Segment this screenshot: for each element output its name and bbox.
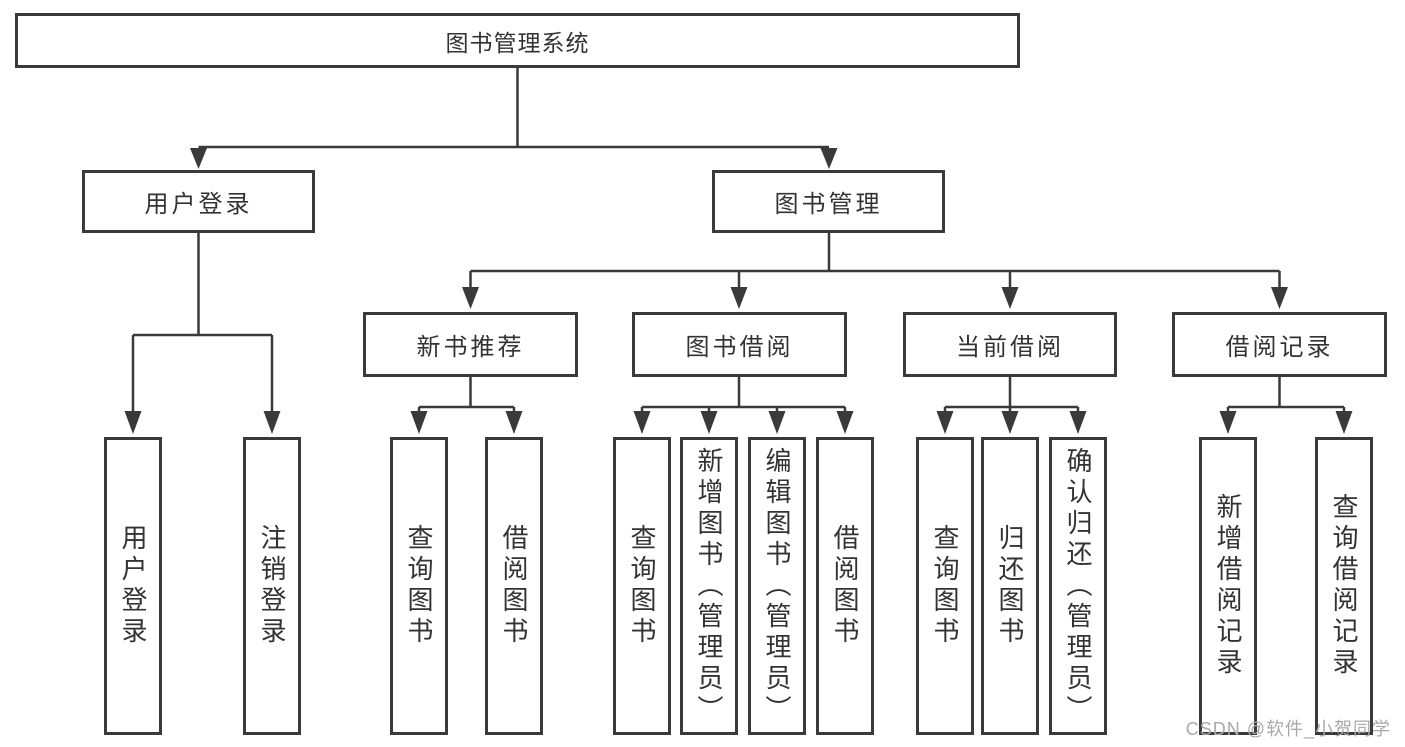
leaf-query-book-current-label: 查询图书 [930,524,960,648]
node-book-borrow-label: 图书借阅 [685,334,794,361]
leaf-add-borrow-record: 新增借阅记录 [1199,437,1257,735]
leaf-borrow-book-recommend-label: 借阅图书 [499,524,529,648]
node-current-borrow: 当前借阅 [903,312,1117,377]
leaf-edit-book-admin: 编辑图书（管理员） [748,437,806,735]
leaf-edit-book-admin-label: 编辑图书（管理员） [762,446,792,726]
leaf-user-login-label: 用户登录 [118,524,148,648]
leaf-query-borrow-record: 查询借阅记录 [1315,437,1373,735]
leaf-query-book-recommend: 查询图书 [390,437,448,735]
leaf-borrow-book-label: 借阅图书 [830,524,860,648]
leaf-add-borrow-record-label: 新增借阅记录 [1213,493,1243,679]
node-book-management: 图书管理 [712,170,945,233]
leaf-borrow-book: 借阅图书 [816,437,874,735]
node-user-login-label: 用户登录 [144,191,253,218]
leaf-logout-label: 注销登录 [257,524,287,648]
leaf-return-book-label: 归还图书 [995,524,1025,648]
leaf-user-login: 用户登录 [104,437,162,735]
node-root-label: 图书管理系统 [445,29,590,56]
leaf-borrow-book-recommend: 借阅图书 [485,437,543,735]
leaf-confirm-return-admin: 确认归还（管理员） [1049,437,1107,735]
node-book-borrow: 图书借阅 [632,312,847,377]
leaf-add-book-admin: 新增图书（管理员） [680,437,738,735]
leaf-add-book-admin-label: 新增图书（管理员） [694,446,724,726]
node-new-book-recommend: 新书推荐 [363,312,578,377]
leaf-query-book-current: 查询图书 [916,437,974,735]
node-current-borrow-label: 当前借阅 [956,334,1064,361]
leaf-return-book: 归还图书 [981,437,1039,735]
leaf-query-book-borrow-label: 查询图书 [627,524,657,648]
leaf-query-book-recommend-label: 查询图书 [404,524,434,648]
leaf-logout: 注销登录 [243,437,301,735]
node-new-book-recommend-label: 新书推荐 [416,334,525,361]
node-root: 图书管理系统 [15,13,1020,68]
node-borrow-records-label: 借阅记录 [1225,334,1334,361]
leaf-query-borrow-record-label: 查询借阅记录 [1329,493,1359,679]
node-user-login: 用户登录 [82,170,315,233]
node-book-management-label: 图书管理 [774,191,883,218]
leaf-confirm-return-admin-label: 确认归还（管理员） [1063,446,1093,726]
leaf-query-book-borrow: 查询图书 [613,437,671,735]
watermark: CSDN @软件_小贺同学 [1185,719,1391,739]
node-borrow-records: 借阅记录 [1172,312,1387,377]
